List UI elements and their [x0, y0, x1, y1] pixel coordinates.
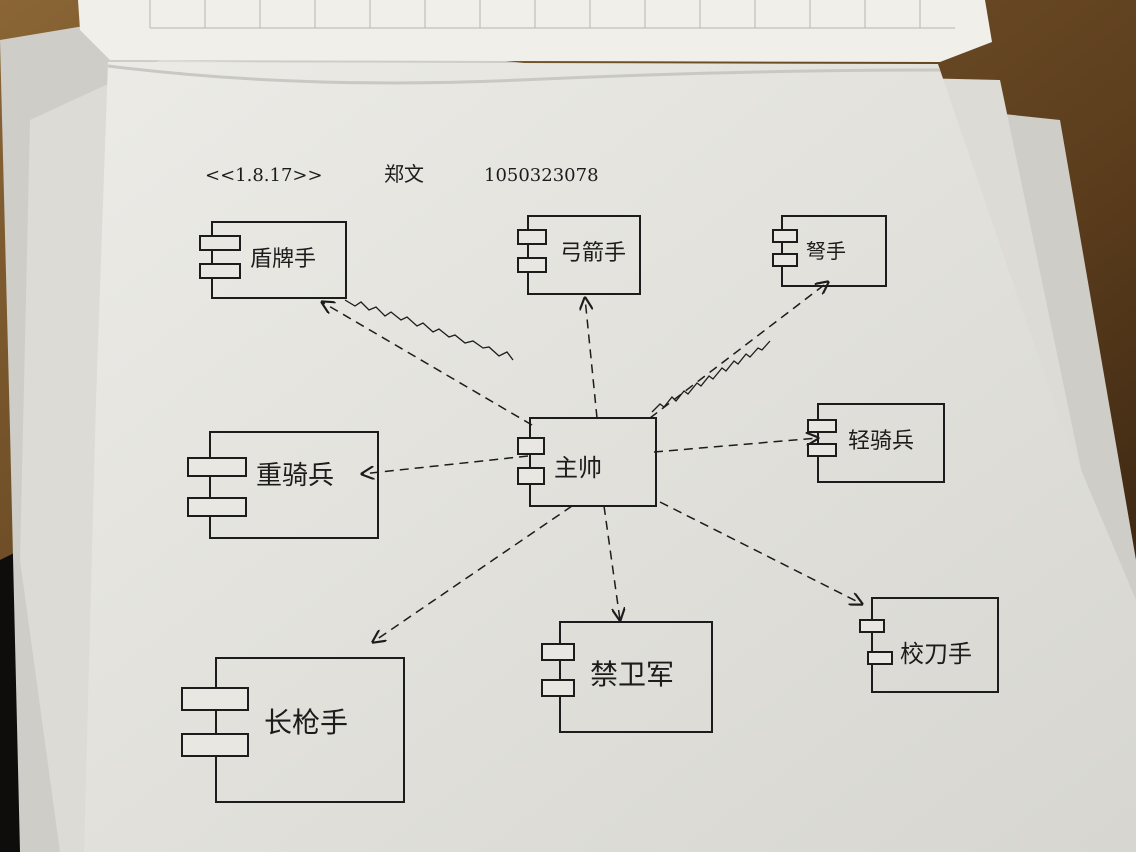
port-bottom [541, 679, 575, 697]
scribble-right [651, 340, 771, 413]
link-spear [373, 505, 573, 642]
port-top [807, 419, 837, 433]
link-sword [659, 501, 862, 604]
header: <<1.8.17>> 郑文 1050323078 [205, 162, 599, 186]
label-light-cavalry: 轻骑兵 [848, 429, 914, 454]
port-top [181, 687, 249, 711]
port-top [517, 229, 547, 245]
component-crossbow: 弩手 [772, 215, 887, 287]
link-crossbow [649, 282, 828, 419]
center-label: 主帅 [554, 454, 602, 482]
port-bottom [199, 263, 241, 279]
port-top [541, 643, 575, 661]
label-archer: 弓箭手 [560, 241, 626, 266]
component-spear: 长枪手 [181, 657, 405, 803]
port-bottom [187, 497, 247, 517]
label-shield: 盾牌手 [250, 247, 316, 272]
port-bottom [181, 733, 249, 757]
connections [322, 282, 862, 642]
component-imperial-guard: 禁卫军 [541, 621, 713, 733]
port-bottom [772, 253, 798, 267]
scribble-left [344, 299, 514, 361]
component-archer: 弓箭手 [517, 215, 641, 295]
label-imperial-guard: 禁卫军 [590, 658, 674, 691]
port-top [199, 235, 241, 251]
port-top [517, 437, 545, 455]
component-shield: 盾牌手 [199, 221, 347, 299]
label-spear: 长枪手 [264, 706, 348, 739]
link-archer [585, 298, 598, 419]
grid-lines [149, 0, 955, 29]
port-bottom [517, 257, 547, 273]
port-top [859, 619, 885, 633]
link-heavy-cavalry [362, 455, 529, 474]
port-top [187, 457, 247, 477]
course-text: <<1.8.17>> [205, 165, 323, 186]
link-shield [322, 302, 533, 426]
port-bottom [807, 443, 837, 457]
port-top [772, 229, 798, 243]
grid-page [78, 0, 992, 62]
label-sword: 校刀手 [900, 640, 972, 668]
component-light-cavalry: 轻骑兵 [807, 403, 945, 483]
name-text: 郑文 [384, 162, 424, 186]
port-bottom [867, 651, 893, 665]
student-id-text: 1050323078 [484, 165, 599, 186]
label-crossbow: 弩手 [806, 239, 846, 263]
link-imperial-guard [603, 505, 620, 620]
label-heavy-cavalry: 重骑兵 [256, 461, 334, 491]
tear-edge [107, 64, 941, 85]
port-bottom [517, 467, 545, 485]
link-light-cavalry [653, 438, 818, 453]
center-component: 主帅 [517, 417, 657, 507]
component-sword: 校刀手 [859, 597, 999, 693]
component-heavy-cavalry: 重骑兵 [187, 431, 379, 539]
